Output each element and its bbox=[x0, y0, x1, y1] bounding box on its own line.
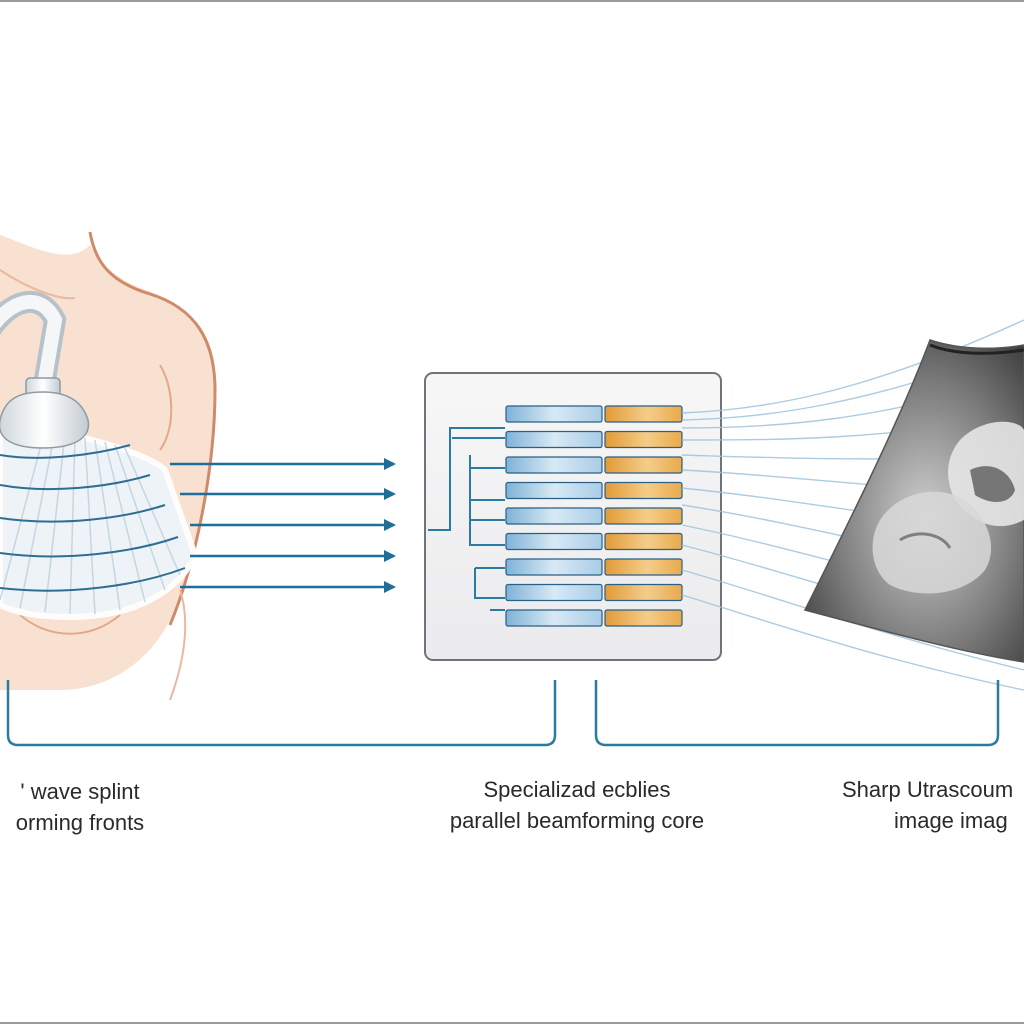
caption-right-line1: Sharp Utrascoum bbox=[842, 777, 1014, 802]
channel-4-orange-segment bbox=[604, 481, 683, 500]
channel-5-blue-segment bbox=[505, 507, 603, 525]
caption-right-line2: image imag bbox=[894, 808, 1008, 833]
channel-array bbox=[505, 405, 683, 627]
caption-ultrasound-image: Sharp Utrascoum image imag bbox=[842, 774, 1024, 836]
caption-connectors bbox=[6, 680, 1000, 747]
caption-wave-fronts: ' wave splint orming fronts bbox=[0, 776, 170, 838]
wave-fan bbox=[0, 421, 199, 620]
ultrasound-image bbox=[803, 339, 1024, 663]
channel-8-blue-segment bbox=[505, 583, 603, 602]
channel-8-orange-segment bbox=[604, 583, 683, 602]
bottom-border bbox=[0, 1022, 1024, 1024]
caption-left-line2: orming fronts bbox=[15, 810, 145, 835]
channel-9-blue-segment bbox=[505, 609, 603, 627]
channel-6-blue-segment bbox=[505, 532, 603, 551]
top-border bbox=[0, 0, 1024, 2]
channel-7-orange-segment bbox=[604, 558, 683, 576]
channel-2-blue-segment bbox=[505, 430, 603, 449]
channel-2-orange-segment bbox=[604, 430, 683, 449]
channel-9-orange-segment bbox=[604, 609, 683, 627]
channel-1-orange-segment bbox=[604, 405, 683, 423]
channel-4-blue-segment bbox=[505, 481, 603, 500]
channel-1-blue-segment bbox=[505, 405, 603, 423]
beamforming-core bbox=[424, 372, 722, 661]
caption-middle-line2: parallel beamforming core bbox=[449, 808, 705, 833]
signal-arrows bbox=[170, 458, 396, 593]
caption-middle-line1: Specializad ecblies bbox=[483, 777, 671, 802]
caption-beamforming-core: Specializad ecblies parallel beamforming… bbox=[410, 774, 744, 836]
channel-3-blue-segment bbox=[505, 456, 603, 474]
ultrasound-probe-icon bbox=[0, 291, 90, 449]
channel-5-orange-segment bbox=[604, 507, 683, 525]
channel-6-orange-segment bbox=[604, 532, 683, 551]
channel-7-blue-segment bbox=[505, 558, 603, 576]
caption-left-line1: ' wave splint bbox=[20, 779, 140, 804]
channel-3-orange-segment bbox=[604, 456, 683, 474]
